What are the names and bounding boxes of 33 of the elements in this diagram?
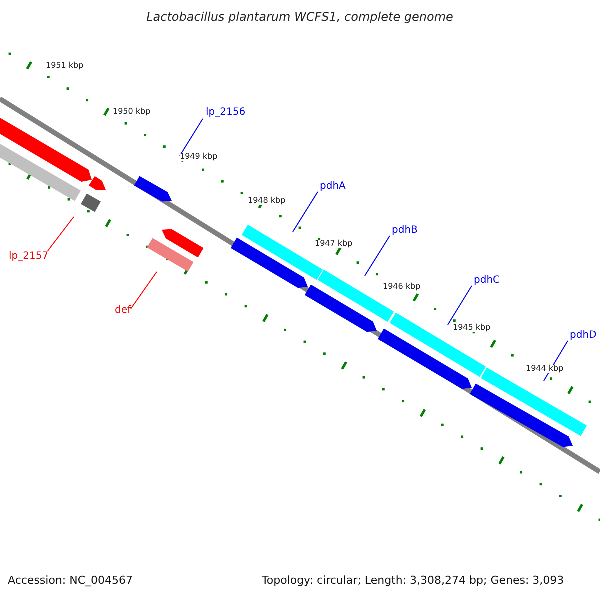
leader-line (130, 272, 158, 310)
leader-line (364, 236, 390, 276)
gene-label: pdhA (320, 182, 346, 192)
tick-label: 1948 kbp (248, 197, 286, 205)
gene-label: pdhD (570, 331, 597, 341)
gene-feature (147, 238, 194, 272)
gene-label: def (115, 306, 132, 316)
gene-feature (89, 176, 106, 190)
gene-label: pdhB (392, 226, 418, 236)
leader-line (180, 118, 204, 156)
accession-text: Accession: NC_004567 (8, 575, 134, 586)
leader-line (448, 286, 472, 326)
leader-line (48, 216, 74, 252)
gene-label: lp_2157 (9, 252, 49, 262)
diagram-title: Lactobacillus plantarum WCFS1, complete genome (146, 11, 454, 23)
gene-feature (162, 229, 204, 258)
gene-label: pdhC (474, 276, 500, 286)
gene-feature (304, 284, 377, 332)
topology-text: Topology: circular; Length: 3,308,274 bp; Genes: 3,093 (262, 575, 564, 586)
tick-label: 1949 kbp (180, 153, 218, 161)
tick-label: 1945 kbp (453, 324, 491, 332)
tick-label: 1951 kbp (46, 62, 84, 70)
gene-feature (134, 176, 172, 202)
tick-label: 1950 kbp (113, 108, 151, 116)
gene-feature (470, 384, 573, 448)
tick-label: 1947 kbp (315, 240, 353, 248)
gene-label: lp_2156 (206, 108, 246, 118)
tick-label: 1944 kbp (526, 365, 564, 373)
gene-feature (230, 238, 308, 288)
gene-feature (378, 328, 472, 390)
leader-line (292, 192, 318, 232)
gene-feature (81, 194, 101, 212)
tick-label: 1946 kbp (383, 283, 421, 291)
